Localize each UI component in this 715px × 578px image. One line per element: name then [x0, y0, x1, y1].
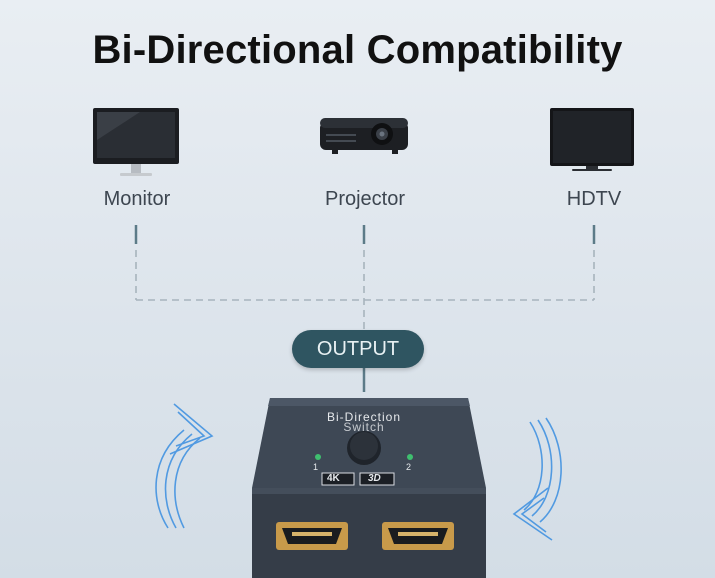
- page-title: Bi-Directional Compatibility: [92, 28, 623, 72]
- device-label-projector: Projector: [324, 188, 406, 210]
- hdmi-port-1: [276, 522, 348, 550]
- switch-name-line2: Switch: [343, 420, 385, 434]
- badge-4k: 4K: [327, 473, 340, 484]
- device-label-hdtv: HDTV: [566, 188, 622, 210]
- projector-icon: [320, 118, 408, 154]
- port-number-2: 2: [406, 462, 412, 472]
- hdtv-icon: [550, 108, 634, 171]
- device-label-monitor: Monitor: [103, 188, 171, 210]
- left-arrow-icon: [155, 403, 214, 529]
- switch-name-line1: Bi-Direction: [326, 410, 401, 424]
- hdmi-port-2: [382, 522, 454, 550]
- output-label: OUTPUT: [292, 330, 424, 368]
- hdmi-switch-device: [252, 398, 486, 578]
- monitor-icon: [93, 108, 179, 176]
- badge-3d: 3D: [368, 473, 381, 484]
- right-arrow-icon: [512, 417, 562, 541]
- port-number-1: 1: [313, 462, 319, 472]
